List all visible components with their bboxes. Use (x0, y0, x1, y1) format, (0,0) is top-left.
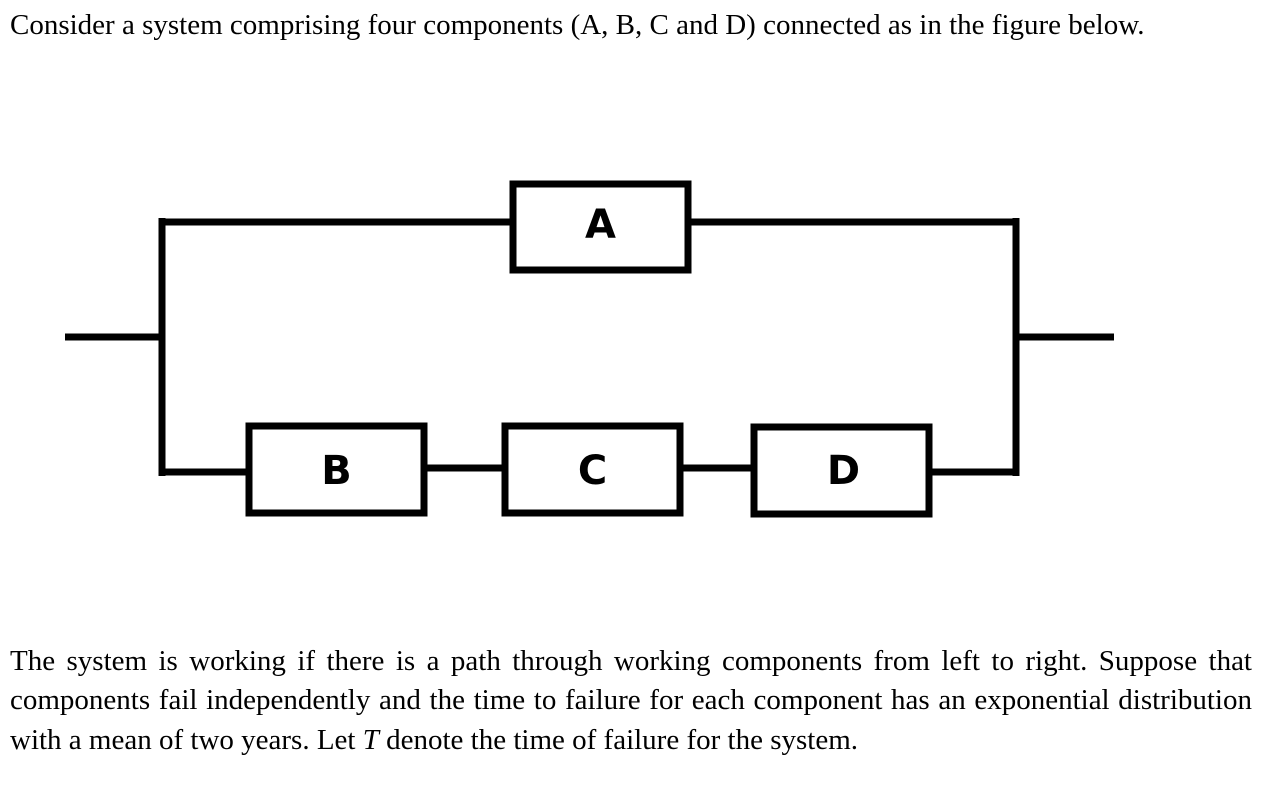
variable-t: T (362, 723, 379, 756)
component-d-box (750, 423, 933, 518)
component-d-label: D (827, 448, 860, 494)
component-a-box (509, 180, 692, 274)
component-c-box (501, 422, 684, 517)
component-a-label: A (585, 202, 616, 248)
component-c: C (501, 422, 684, 517)
body-text-after-variable: denote the time of failure for the syste… (378, 723, 859, 756)
component-d: D (750, 423, 933, 518)
component-a: A (509, 180, 692, 274)
body-text-before-variable: The system is working if there is a path… (10, 645, 1252, 756)
component-b: B (245, 422, 428, 517)
component-b-label: B (321, 448, 352, 494)
body-paragraph: The system is working if there is a path… (10, 642, 1252, 760)
intro-paragraph: Consider a system comprising four compon… (10, 9, 1145, 41)
component-c-label: C (578, 448, 607, 494)
component-b-box (245, 422, 428, 517)
